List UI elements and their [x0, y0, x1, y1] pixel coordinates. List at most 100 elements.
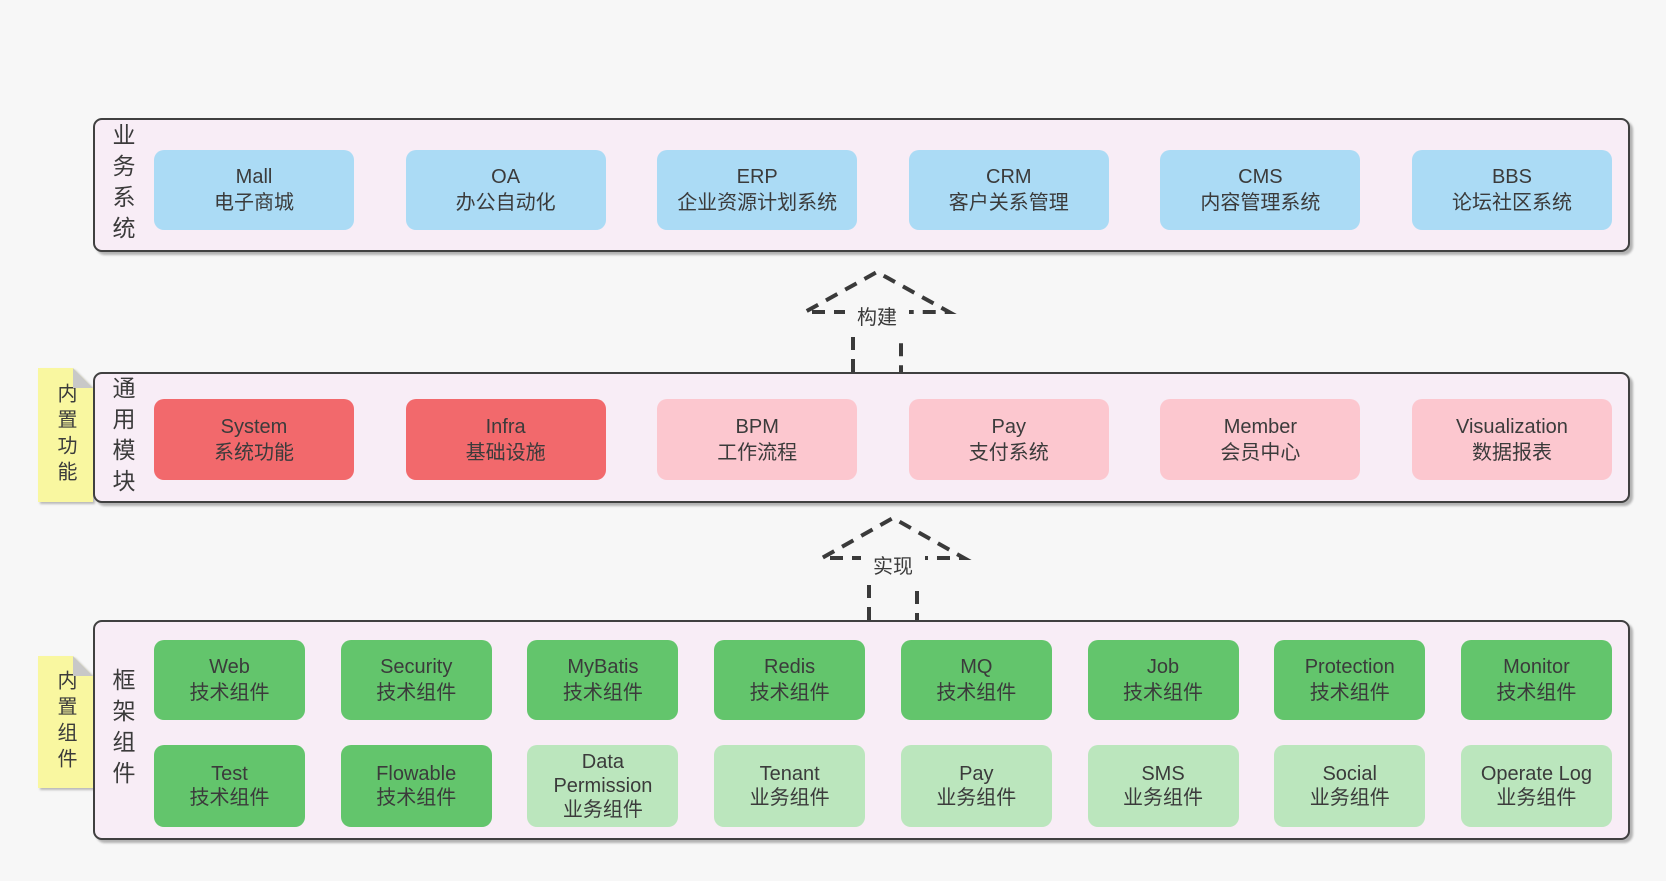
band-business-systems: 业务系统 Mall 电子商城 OA 办公自动化 ERP 企业资源计划系统 CRM… — [93, 118, 1630, 252]
node-subtitle: 业务组件 — [936, 787, 1017, 809]
node-title: SMS — [1141, 763, 1185, 785]
node-title: Test — [211, 763, 248, 785]
node-subtitle: 业务组件 — [1496, 787, 1577, 809]
node-system: System 系统功能 — [154, 399, 354, 480]
node-tenant: Tenant 业务组件 — [714, 745, 866, 827]
node-title: Data Permission — [553, 751, 653, 797]
node-subtitle: 论坛社区系统 — [1451, 192, 1572, 214]
node-title: OA — [491, 166, 521, 188]
folded-corner-icon — [73, 368, 93, 388]
sticky-note-builtin-components: 内置组件 — [38, 656, 93, 788]
node-title: MyBatis — [567, 656, 639, 678]
node-title: Member — [1223, 415, 1298, 438]
node-title: Tenant — [759, 763, 820, 785]
node-title: Pay — [991, 415, 1027, 438]
node-title: Mall — [235, 166, 273, 188]
implement-arrow-label: 实现 — [861, 550, 925, 584]
node-subtitle: 企业资源计划系统 — [677, 192, 838, 214]
node-social: Social 业务组件 — [1274, 745, 1426, 827]
sticky-note-label: 内置组件 — [54, 670, 76, 774]
node-subtitle: 工作流程 — [717, 441, 798, 464]
node-job: Job 技术组件 — [1087, 640, 1239, 720]
node-subtitle: 技术组件 — [1309, 682, 1390, 704]
band-common-modules: 通用模块 System 系统功能 Infra 基础设施 BPM 工作流程 Pay… — [93, 372, 1630, 503]
node-title: Monitor — [1503, 656, 1570, 678]
node-bbs: BBS 论坛社区系统 — [1411, 150, 1612, 230]
node-subtitle: 业务组件 — [1123, 787, 1204, 809]
node-subtitle: 技术组件 — [1123, 682, 1204, 704]
node-title: CMS — [1238, 166, 1283, 188]
node-erp: ERP 企业资源计划系统 — [657, 150, 858, 230]
node-title: Pay — [959, 763, 994, 785]
node-subtitle: 支付系统 — [968, 441, 1049, 464]
node-operate-log: Operate Log 业务组件 — [1460, 745, 1612, 827]
node-subtitle: 技术组件 — [376, 682, 457, 704]
node-title: Security — [380, 656, 453, 678]
framework-components-row-2: Test 技术组件 Flowable 技术组件 Data Permission … — [154, 745, 1612, 827]
sticky-note-label: 内置功能 — [54, 383, 76, 487]
node-oa: OA 办公自动化 — [405, 150, 606, 230]
node-flowable: Flowable 技术组件 — [340, 745, 492, 827]
node-sms: SMS 业务组件 — [1087, 745, 1239, 827]
common-modules-row: System 系统功能 Infra 基础设施 BPM 工作流程 Pay 支付系统… — [154, 399, 1612, 480]
business-systems-row: Mall 电子商城 OA 办公自动化 ERP 企业资源计划系统 CRM 客户关系… — [154, 150, 1612, 230]
node-protection: Protection 技术组件 — [1274, 640, 1426, 720]
node-monitor: Monitor 技术组件 — [1460, 640, 1612, 720]
node-member: Member 会员中心 — [1160, 399, 1361, 480]
node-title: System — [220, 415, 288, 438]
node-subtitle: 基础设施 — [465, 441, 546, 464]
node-mall: Mall 电子商城 — [154, 150, 354, 230]
node-pay-component: Pay 业务组件 — [900, 745, 1052, 827]
node-cms: CMS 内容管理系统 — [1160, 150, 1361, 230]
node-pay-module: Pay 支付系统 — [908, 399, 1109, 480]
node-subtitle: 电子商城 — [214, 192, 294, 214]
node-subtitle: 技术组件 — [189, 682, 270, 704]
node-subtitle: 技术组件 — [562, 682, 643, 704]
node-mq: MQ 技术组件 — [900, 640, 1052, 720]
node-title: ERP — [736, 166, 778, 188]
node-test: Test 技术组件 — [154, 745, 305, 827]
node-title: MQ — [960, 656, 993, 678]
sticky-note-builtin-features: 内置功能 — [38, 368, 93, 502]
node-title: BBS — [1491, 166, 1532, 188]
node-infra: Infra 基础设施 — [405, 399, 606, 480]
node-title: Social — [1322, 763, 1377, 785]
node-title: Visualization — [1456, 415, 1568, 438]
node-subtitle: 技术组件 — [189, 787, 270, 809]
node-security: Security 技术组件 — [340, 640, 492, 720]
node-title: Redis — [764, 656, 816, 678]
node-title: BPM — [735, 415, 779, 438]
band-framework-components-label: 框架组件 — [109, 668, 135, 792]
node-subtitle: 技术组件 — [376, 787, 457, 809]
node-title: Infra — [485, 415, 526, 438]
node-web: Web 技术组件 — [154, 640, 305, 720]
band-business-systems-label: 业务系统 — [109, 123, 135, 247]
node-subtitle: 内容管理系统 — [1200, 192, 1321, 214]
node-mybatis: MyBatis 技术组件 — [527, 640, 679, 720]
node-subtitle: 数据报表 — [1471, 441, 1552, 464]
folded-corner-icon — [73, 656, 93, 676]
node-subtitle: 技术组件 — [936, 682, 1017, 704]
node-subtitle: 办公自动化 — [455, 192, 556, 214]
node-subtitle: 系统功能 — [214, 441, 294, 464]
node-title: Flowable — [376, 763, 457, 785]
node-subtitle: 技术组件 — [1496, 682, 1577, 704]
node-title: Operate Log — [1480, 763, 1593, 785]
node-subtitle: 业务组件 — [562, 799, 643, 821]
framework-components-row-1: Web 技术组件 Security 技术组件 MyBatis 技术组件 Redi… — [154, 640, 1612, 720]
node-visualization: Visualization 数据报表 — [1411, 399, 1612, 480]
node-crm: CRM 客户关系管理 — [908, 150, 1109, 230]
node-subtitle: 会员中心 — [1220, 441, 1301, 464]
node-title: Job — [1146, 656, 1180, 678]
node-data-permission: Data Permission 业务组件 — [527, 745, 679, 827]
node-subtitle: 业务组件 — [1309, 787, 1390, 809]
band-common-modules-label: 通用模块 — [109, 375, 135, 500]
node-subtitle: 客户关系管理 — [948, 192, 1069, 214]
node-bpm: BPM 工作流程 — [657, 399, 858, 480]
node-title: Web — [209, 656, 250, 678]
node-title: CRM — [986, 166, 1032, 188]
node-title: Protection — [1304, 656, 1395, 678]
band-framework-components: 框架组件 Web 技术组件 Security 技术组件 MyBatis 技术组件… — [93, 620, 1630, 840]
node-redis: Redis 技术组件 — [714, 640, 866, 720]
node-subtitle: 业务组件 — [749, 787, 830, 809]
